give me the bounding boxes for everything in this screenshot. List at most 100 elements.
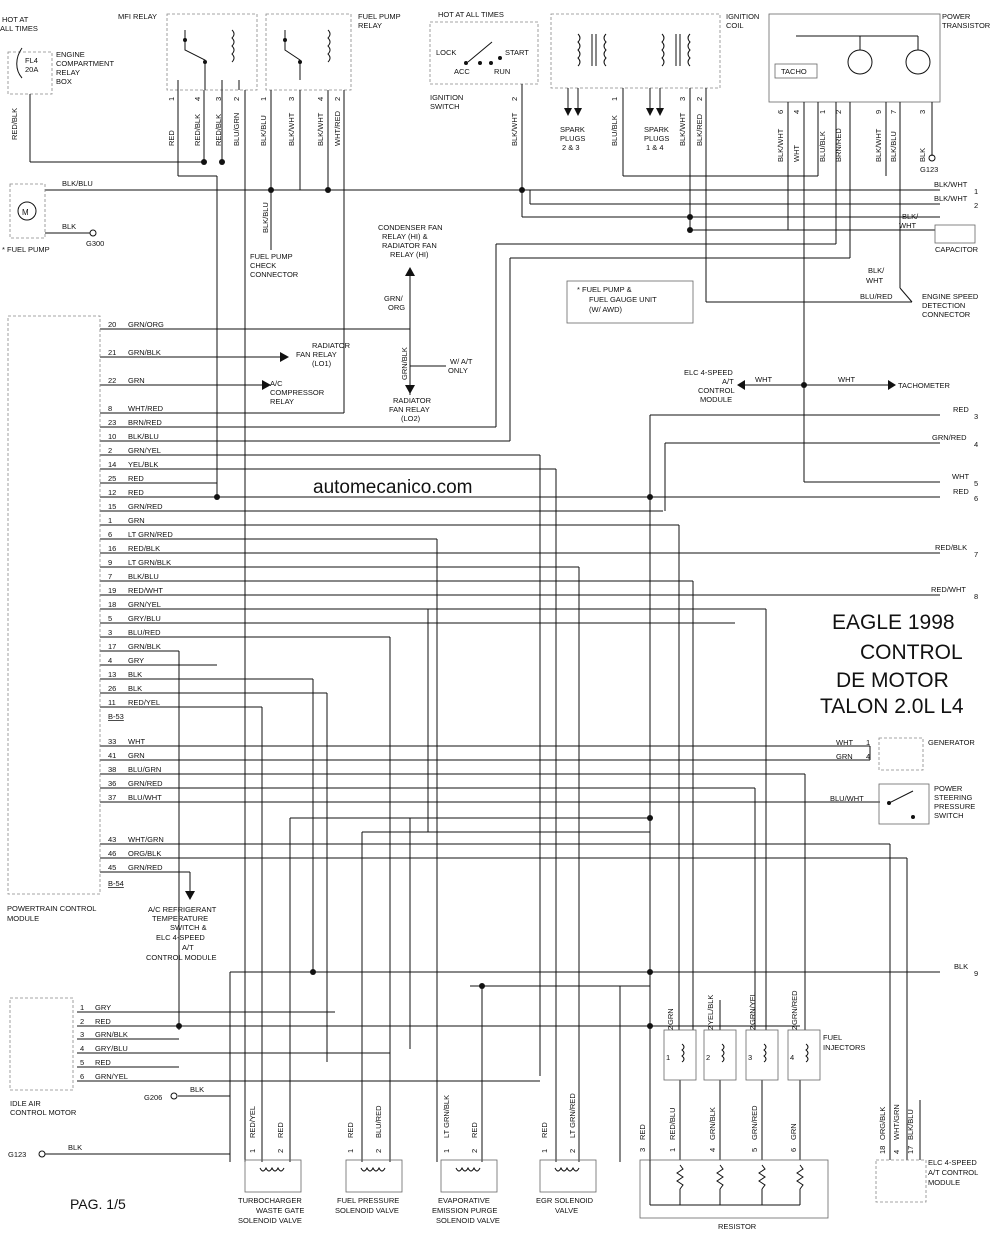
vertical-wire-pin: 2 [470,1149,479,1153]
esd-blu-red: BLU/RED [860,292,893,301]
elc-top-line1: ELC 4-SPEED [684,368,733,377]
ignition-coil: IGNITION COIL SPARK PLUGS 2 & 3 SPARK PL… [550,12,759,152]
right-edge-ref: 5 [974,479,978,488]
generator-wire-color: GRN [836,752,853,761]
vertical-wire-color: BLU/BLK [610,115,619,146]
fp-relay-coil [327,29,331,63]
vertical-wire-pin: 1 [167,97,176,101]
run-label: RUN [494,67,510,76]
relay-box-line3: RELAY [56,68,80,77]
condenser-line3: RADIATOR FAN [382,241,437,250]
vertical-wire-labels: RED1RED/BLK4RED/BLK3BLU/GRN2BLK/BLU1BLK/… [10,97,927,1154]
pcm-wire-color: BRN/RED [128,418,162,427]
evap-line2: EMISSION PURGE [432,1206,497,1215]
ac-comp-line3: RELAY [270,397,294,406]
vertical-wire-pin: 9 [874,110,883,114]
footnote-line2: FUEL GAUGE UNIT [589,295,657,304]
iac-pin-number: 2 [80,1017,84,1026]
esd-blk-wht-2: WHT [866,276,883,285]
egr-line2: VALVE [555,1206,578,1215]
vertical-wire-pin: 18 [878,1146,887,1154]
grn-org-label-2: ORG [388,303,405,312]
pcm-wire-color: GRY/BLU [128,614,161,623]
fuel-injectors-line1: FUEL [823,1033,842,1042]
egr-line1: EGR SOLENOID [536,1196,594,1205]
elc-top-line4: MODULE [700,395,732,404]
vertical-wire-color: RED [346,1122,355,1138]
vertical-wire-color: BLU/BLK [818,131,827,162]
pcm-pin-number: 4 [108,656,112,665]
right-edge-wire-color: RED [953,405,969,414]
iac-wire-color: GRY/BLU [95,1044,128,1053]
pcm-pin-number: 12 [108,488,116,497]
vertical-wire-pin: 2 [666,1026,675,1030]
vertical-wire-color: BLK/WHT [874,128,883,162]
vertical-wire-pin: 4 [708,1148,717,1152]
pcm-wire-color: YEL/BLK [128,460,158,469]
pcm-pin-number: 7 [108,572,112,581]
injector-3-number: 3 [748,1053,752,1062]
vertical-wire-pin: 1 [259,97,268,101]
pcm-wire-color: LT GRN/RED [128,530,173,539]
right-edge-wire-color: GRN/RED [932,433,967,442]
vertical-wire-color: RED [470,1122,479,1138]
w-at-only-line1: W/ A/T [450,357,473,366]
evap-line1: EVAPORATIVE [438,1196,490,1205]
pcm-pin-number: 6 [108,530,112,539]
ps-pressure-switch: POWER STEERING PRESSURE SWITCH [878,783,975,825]
pcm-wire-color: WHT/GRN [128,835,164,844]
mfi-relay-label: MFI RELAY [118,12,157,21]
fuel-pump-relay-line1: FUEL PUMP [358,12,401,21]
elc-module-bottom: ELC 4-SPEED A/T CONTROL MODULE [875,1158,978,1203]
fuel-pump-check-connector: FUEL PUMP CHECK CONNECTOR BLK/BLU [250,202,299,279]
rad-fan-lo2-line1: RADIATOR [393,396,432,405]
title-line2: CONTROL [860,641,963,664]
pcm-wire-color: GRN [128,751,145,760]
acc-label: ACC [454,67,470,76]
iac-line1: IDLE AIR [10,1099,41,1108]
g123-top-label: G123 [920,165,938,174]
title-line1: EAGLE 1998 [832,611,955,634]
elc-bottom-line2: A/T CONTROL [928,1168,978,1177]
pcm-wire-color: RED [128,474,144,483]
iac-wire-color: GRY [95,1003,111,1012]
esd-line1: ENGINE SPEED [922,292,979,301]
vertical-wire-color: GRN/RED [750,1105,759,1140]
wht-right-label: WHT [838,375,855,384]
vertical-wire-pin: 2 [748,1026,757,1030]
vertical-wire-pin: 6 [776,110,785,114]
pcm-pin-number: 36 [108,779,116,788]
ignition-switch-blade [467,41,493,63]
generator-pin: 1 [866,738,870,747]
blk-blu-wire-label: BLK/BLU [62,179,93,188]
fuel-injectors: 1 2 3 4 FUEL INJECTORS [663,1029,865,1081]
vertical-wire-color: BLK/RED [695,113,704,146]
elc-bottom-line3: MODULE [928,1178,960,1187]
ac-comp-line2: COMPRESSOR [270,388,325,397]
ps-switch-blade [888,790,914,804]
right-edge-ref: 6 [974,494,978,503]
vertical-wire-pin: 4 [193,97,202,101]
pcm-pin-number: 1 [108,516,112,525]
pcm-wire-color: WHT/RED [128,404,164,413]
vertical-wire-color: RED/BLU [668,1107,677,1140]
g123-bottom-ground-icon [38,1150,46,1158]
page-label: PAG. 1/5 [70,1196,126,1212]
right-edge-wire-color: BLK [954,962,968,971]
pcm-wire-color: RED/WHT [128,586,163,595]
vertical-wire-pin: 2 [333,97,342,101]
pcm-wire-color: BLK/BLU [128,572,159,581]
wht-left-label: WHT [755,375,772,384]
ps-line2: STEERING [934,793,973,802]
pcm-pin-number: 19 [108,586,116,595]
rad-fan-lo2-line3: (LO2) [401,414,421,423]
elc-top-line3: CONTROL [698,386,735,395]
vertical-wire-pin: 2 [695,97,704,101]
fuel-pump-relay: FUEL PUMP RELAY [265,12,401,91]
hot-at-all-times-label: HOT AT ALL TIMES [438,10,504,19]
g206-wire-label: BLK [190,1085,204,1094]
iac-pin-number: 5 [80,1058,84,1067]
ac-refrig-line6: CONTROL MODULE [146,953,217,962]
spark-plugs-14-line3: 1 & 4 [646,143,664,152]
pcm-pin-number: 23 [108,418,116,427]
